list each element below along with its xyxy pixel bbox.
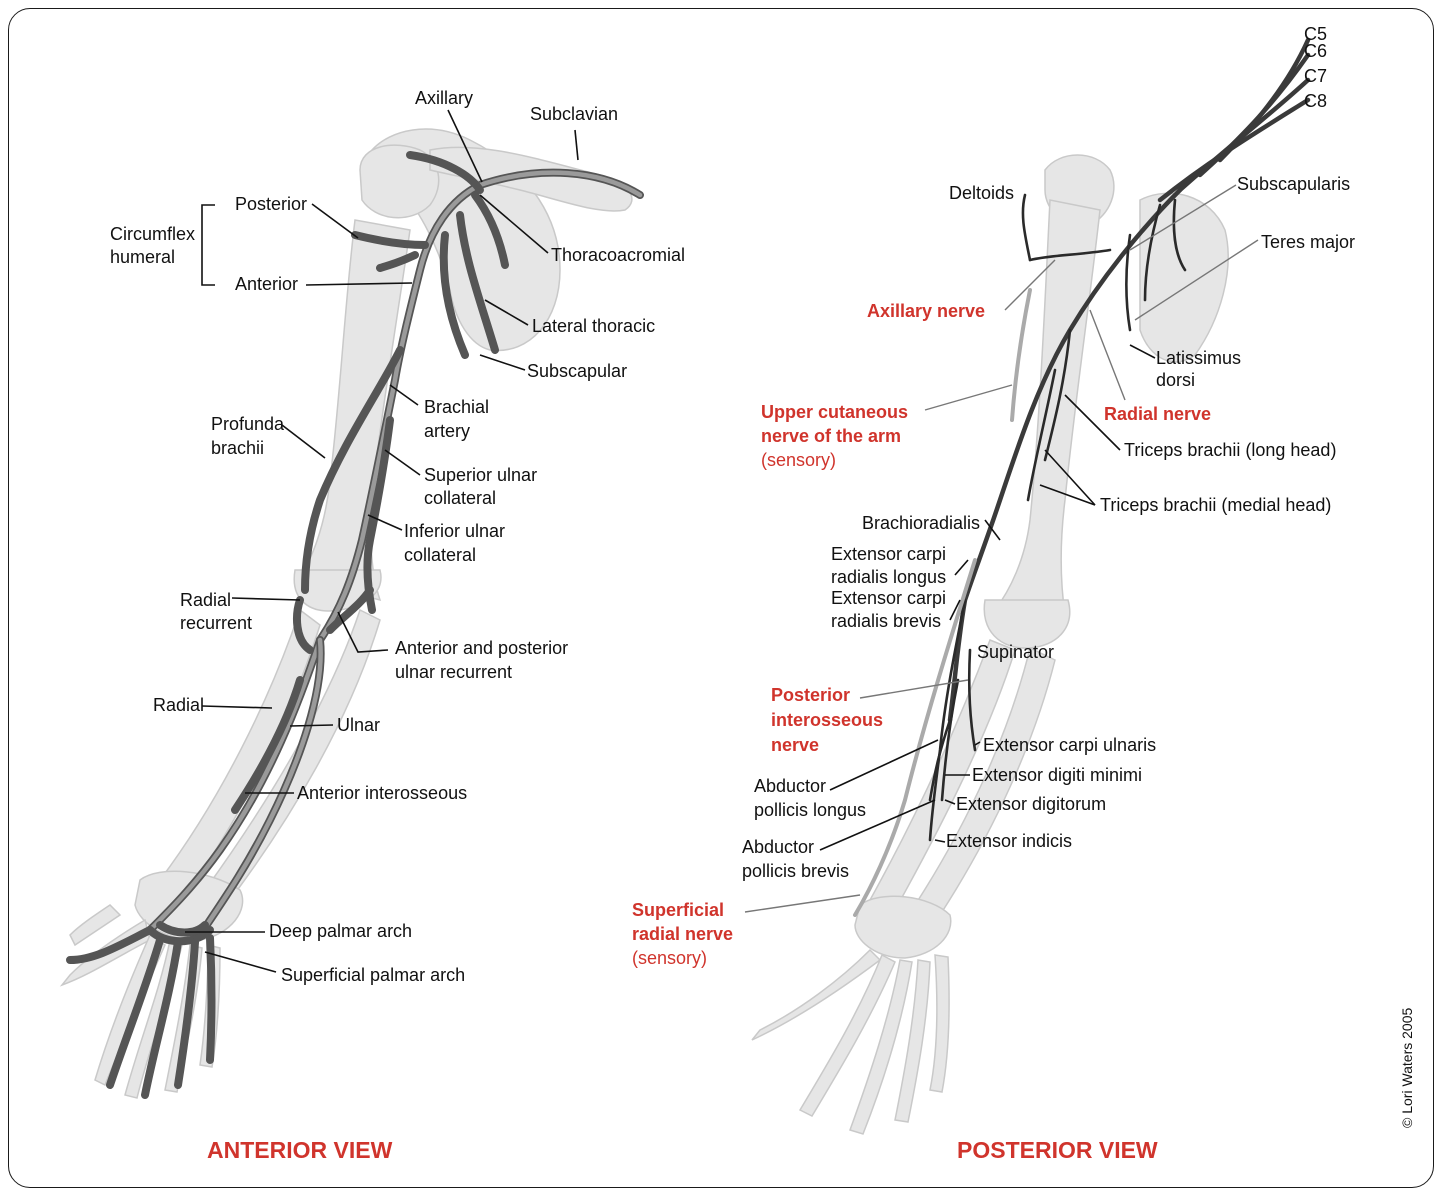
label-c7: C7 [1304, 66, 1327, 86]
label-upper-cut-3: (sensory) [761, 450, 836, 470]
label-triceps-long: Triceps brachii (long head) [1124, 440, 1336, 460]
label-ant-post-2: ulnar recurrent [395, 662, 512, 682]
label-inf-ulnar-1: Inferior ulnar [404, 521, 505, 541]
label-c8: C8 [1304, 91, 1327, 111]
label-srn-2: radial nerve [632, 924, 733, 944]
label-profunda-1: Profunda [211, 414, 285, 434]
label-ant-post-1: Anterior and posterior [395, 638, 568, 658]
label-radial-rec-2: recurrent [180, 613, 252, 633]
label-sup-ulnar-1: Superior ulnar [424, 465, 537, 485]
label-latissimus-2: dorsi [1156, 370, 1195, 390]
label-brachioradialis: Brachioradialis [862, 513, 980, 533]
label-supinator: Supinator [977, 642, 1054, 662]
label-upper-cut-2: nerve of the arm [761, 426, 901, 446]
label-ed: Extensor digitorum [956, 794, 1106, 814]
label-ant-interosseous: Anterior interosseous [297, 783, 467, 803]
label-ecrl-1: Extensor carpi [831, 544, 946, 564]
label-posterior-circumflex: Posterior [235, 194, 307, 214]
label-edm: Extensor digiti minimi [972, 765, 1142, 785]
label-pin-2: interosseous [771, 710, 883, 730]
label-axillary: Axillary [415, 88, 473, 108]
label-profunda-2: brachii [211, 438, 264, 458]
label-subscapular: Subscapular [527, 361, 627, 381]
label-circumflex: Circumflex [110, 224, 195, 244]
label-ulnar: Ulnar [337, 715, 380, 735]
label-lateral-thoracic: Lateral thoracic [532, 316, 655, 336]
anterior-view-title: ANTERIOR VIEW [207, 1137, 393, 1163]
label-radial-nerve: Radial nerve [1104, 404, 1211, 424]
label-pin-1: Posterior [771, 685, 850, 705]
label-triceps-medial: Triceps brachii (medial head) [1100, 495, 1331, 515]
label-subscapularis: Subscapularis [1237, 174, 1350, 194]
label-brachial-2: artery [424, 421, 470, 441]
label-brachial-1: Brachial [424, 397, 489, 417]
label-latissimus-1: Latissimus [1156, 348, 1241, 368]
label-ecu: Extensor carpi ulnaris [983, 735, 1156, 755]
label-deltoids: Deltoids [949, 183, 1014, 203]
posterior-labels: C5 C6 C7 C8 Deltoids Subscapularis Teres… [632, 24, 1355, 1163]
label-ei: Extensor indicis [946, 831, 1072, 851]
label-humeral: humeral [110, 247, 175, 267]
label-pin-3: nerve [771, 735, 819, 755]
label-ecrb-1: Extensor carpi [831, 588, 946, 608]
label-apl-1: Abductor [754, 776, 826, 796]
label-c6: C6 [1304, 41, 1327, 61]
label-srn-1: Superficial [632, 900, 724, 920]
label-subclavian: Subclavian [530, 104, 618, 124]
label-ecrb-2: radialis brevis [831, 611, 941, 631]
label-srn-3: (sensory) [632, 948, 707, 968]
label-thoracoacromial: Thoracoacromial [551, 245, 685, 265]
label-radial: Radial [153, 695, 204, 715]
posterior-view-title: POSTERIOR VIEW [957, 1137, 1158, 1163]
label-anterior-circumflex: Anterior [235, 274, 298, 294]
label-deep-palmar: Deep palmar arch [269, 921, 412, 941]
label-apl-2: pollicis longus [754, 800, 866, 820]
copyright-credit: © Lori Waters 2005 [1399, 1007, 1415, 1128]
label-ecrl-2: radialis longus [831, 567, 946, 587]
label-sup-ulnar-2: collateral [424, 488, 496, 508]
label-axillary-nerve: Axillary nerve [867, 301, 985, 321]
label-apb-1: Abductor [742, 837, 814, 857]
label-radial-rec-1: Radial [180, 590, 231, 610]
label-teres-major: Teres major [1261, 232, 1355, 252]
label-upper-cut-1: Upper cutaneous [761, 402, 908, 422]
label-apb-2: pollicis brevis [742, 861, 849, 881]
label-superficial-palmar: Superficial palmar arch [281, 965, 465, 985]
label-inf-ulnar-2: collateral [404, 545, 476, 565]
